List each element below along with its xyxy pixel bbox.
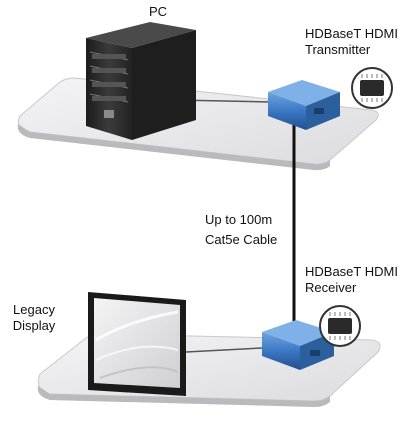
cable-label-line1: Up to 100m bbox=[205, 212, 273, 227]
receiver-label-line2: Receiver bbox=[305, 280, 357, 295]
display-link-cable bbox=[185, 347, 263, 353]
cable-label-line2: Cat5e Cable bbox=[205, 232, 278, 247]
display-label-line2: Display bbox=[12, 318, 56, 333]
cable-label: Up to 100m Cat5e Cable bbox=[205, 212, 277, 248]
transmitter-chip-icon bbox=[351, 67, 393, 109]
monitor-icon bbox=[88, 292, 186, 396]
transmitter-label-line2: Transmitter bbox=[305, 42, 371, 57]
display-label-line1: Legacy bbox=[13, 302, 55, 317]
receiver-chip-icon bbox=[319, 305, 361, 347]
display-label: Legacy Display bbox=[6, 302, 62, 334]
server-tower-icon bbox=[86, 22, 196, 140]
pc-label: PC bbox=[141, 4, 175, 20]
receiver-box-icon bbox=[262, 320, 334, 370]
transmitter-label-line1: HDBaseT HDMI bbox=[305, 26, 398, 41]
transmitter-box-icon bbox=[268, 80, 340, 130]
transmitter-label: HDBaseT HDMI Transmitter bbox=[305, 26, 398, 58]
receiver-label: HDBaseT HDMI Receiver bbox=[305, 264, 398, 296]
receiver-label-line1: HDBaseT HDMI bbox=[305, 264, 398, 279]
pc-label-text: PC bbox=[148, 4, 168, 19]
